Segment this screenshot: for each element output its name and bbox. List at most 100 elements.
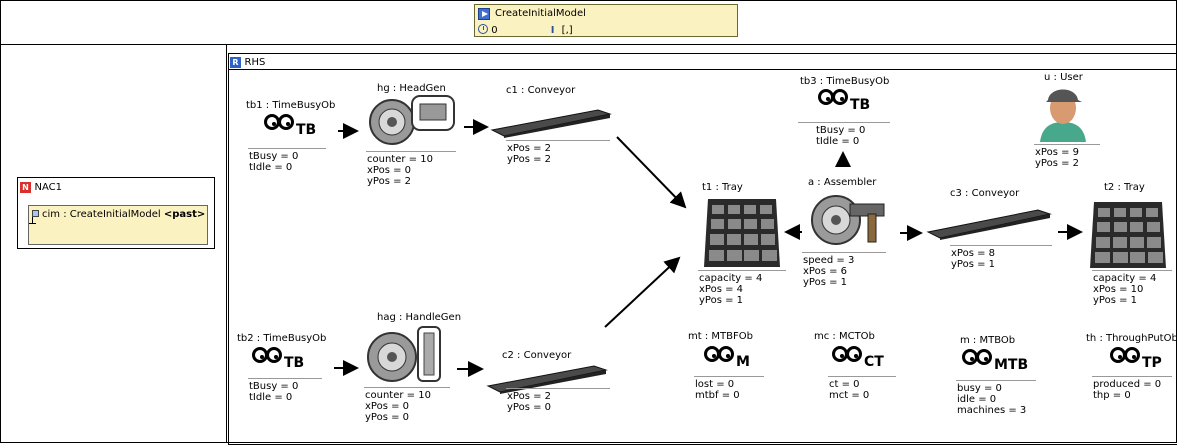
node-name: mc : MCTOb bbox=[814, 331, 875, 342]
attr: yPos = 1 bbox=[951, 259, 996, 270]
rhs-label: RHS bbox=[244, 57, 266, 68]
node-c3-attrs: xPos = 8 yPos = 1 bbox=[950, 243, 1052, 270]
attr: tIdle = 0 bbox=[249, 162, 293, 173]
rhs-icon: R bbox=[230, 57, 241, 68]
tray-icon bbox=[704, 199, 780, 267]
nac-header: N NAC1 bbox=[20, 180, 62, 193]
attr: yPos = 2 bbox=[367, 176, 412, 187]
node-name: c3 : Conveyor bbox=[950, 188, 1020, 199]
nac-condition: cim : CreateInitialModel <past> bbox=[42, 209, 205, 220]
node-name: u : User bbox=[1044, 72, 1083, 83]
attr: xPos = 9 bbox=[1035, 147, 1080, 158]
observer-eyes-icon: CT bbox=[832, 346, 892, 376]
node-name: c2 : Conveyor bbox=[502, 350, 572, 361]
attr: counter = 10 bbox=[367, 154, 433, 165]
node-t2[interactable]: t2 : Tray bbox=[1104, 182, 1164, 193]
node-tb3-attrs: tBusy = 0 tIdle = 0 bbox=[798, 120, 890, 147]
conveyor-icon bbox=[926, 209, 1052, 240]
attr: capacity = 4 bbox=[1093, 273, 1157, 284]
node-m[interactable]: m : MTBOb bbox=[960, 335, 1040, 346]
rule-arrow-icon bbox=[478, 8, 490, 20]
attr: mct = 0 bbox=[829, 390, 870, 401]
attr: thp = 0 bbox=[1093, 390, 1131, 401]
node-t1[interactable]: t1 : Tray bbox=[702, 182, 762, 193]
observer-eyes-icon: TP bbox=[1110, 347, 1170, 377]
nac-condition-text: cim : CreateInitialModel bbox=[42, 209, 164, 220]
assembler-icon bbox=[811, 195, 885, 245]
rule-params: [,] bbox=[561, 25, 573, 36]
node-c3[interactable]: c3 : Conveyor bbox=[950, 188, 1050, 199]
node-a[interactable]: a : Assembler bbox=[808, 177, 888, 188]
node-hg[interactable]: hg : HeadGen bbox=[377, 83, 467, 94]
rhs-header-rule bbox=[229, 69, 1177, 70]
node-name: hag : HandleGen bbox=[377, 312, 462, 323]
icon-text: CT bbox=[864, 354, 884, 370]
attr: yPos = 0 bbox=[507, 402, 552, 413]
icon-text: TB bbox=[284, 355, 305, 371]
attr: ct = 0 bbox=[829, 379, 860, 390]
attr: xPos = 10 bbox=[1093, 284, 1144, 295]
node-name: mt : MTBFOb bbox=[688, 331, 753, 342]
rule-header-box[interactable]: CreateInitialModel 0 I [,] bbox=[474, 4, 738, 37]
node-t1-attrs: capacity = 4 xPos = 4 yPos = 1 bbox=[698, 268, 786, 306]
nac-connector-stub bbox=[29, 223, 36, 224]
attr: busy = 0 bbox=[957, 383, 1002, 394]
nac-condition-past: <past> bbox=[163, 209, 206, 220]
node-hag-attrs: counter = 10 xPos = 0 yPos = 0 bbox=[364, 385, 450, 423]
icon-text: MTB bbox=[994, 357, 1029, 373]
attr: xPos = 8 bbox=[951, 248, 996, 259]
attr: counter = 10 bbox=[365, 390, 431, 401]
node-tb2[interactable]: tb2 : TimeBusyOb bbox=[237, 333, 327, 344]
node-tb1[interactable]: tb1 : TimeBusyOb bbox=[246, 100, 335, 111]
node-hag[interactable]: hag : HandleGen bbox=[377, 312, 467, 323]
rule-priority: 0 bbox=[491, 25, 498, 36]
attr: tBusy = 0 bbox=[249, 381, 299, 392]
observer-eyes-icon: TB bbox=[818, 89, 878, 119]
observer-eyes-icon: M bbox=[704, 346, 764, 376]
attr: xPos = 6 bbox=[803, 266, 848, 277]
node-name: tb2 : TimeBusyOb bbox=[237, 333, 327, 344]
attr: yPos = 1 bbox=[1093, 295, 1138, 306]
nac-panel[interactable]: N NAC1 cim : CreateInitialModel <past> bbox=[17, 177, 215, 249]
node-mt-attrs: lost = 0 mtbf = 0 bbox=[694, 374, 764, 401]
node-th-attrs: produced = 0 thp = 0 bbox=[1092, 374, 1172, 401]
tray-icon bbox=[1090, 202, 1166, 268]
node-name: hg : HeadGen bbox=[377, 83, 446, 94]
attr: xPos = 0 bbox=[365, 401, 410, 412]
attr: tIdle = 0 bbox=[816, 136, 860, 147]
node-tb1-attrs: tBusy = 0 tIdle = 0 bbox=[248, 146, 326, 173]
rule-title: CreateInitialModel bbox=[495, 8, 586, 19]
edge-c1-t1 bbox=[616, 136, 687, 209]
node-c1[interactable]: c1 : Conveyor bbox=[506, 85, 606, 96]
attr: produced = 0 bbox=[1093, 379, 1162, 390]
node-name: m : MTBOb bbox=[960, 335, 1016, 346]
node-tb3[interactable]: tb3 : TimeBusyOb bbox=[800, 76, 890, 87]
attr: xPos = 2 bbox=[507, 143, 552, 154]
nac-connector-stub-v bbox=[32, 217, 33, 223]
attr: lost = 0 bbox=[695, 379, 735, 390]
icon-text: TP bbox=[1142, 355, 1162, 371]
node-c2-attrs: xPos = 2 yPos = 0 bbox=[506, 386, 610, 413]
node-mt[interactable]: mt : MTBFOb bbox=[688, 331, 768, 342]
icon-text: M bbox=[736, 354, 750, 370]
node-u[interactable]: u : User bbox=[1044, 72, 1104, 83]
rhs-header: R RHS bbox=[230, 55, 265, 68]
observer-eyes-icon: MTB bbox=[962, 349, 1032, 379]
icon-text: TB bbox=[850, 97, 871, 113]
clock-icon bbox=[478, 24, 488, 34]
node-th[interactable]: th : ThroughPutOb bbox=[1086, 333, 1177, 344]
object-icon bbox=[32, 210, 39, 217]
node-mc[interactable]: mc : MCTOb bbox=[814, 331, 894, 342]
head-generator-icon bbox=[369, 95, 455, 145]
nac-condition-box[interactable]: cim : CreateInitialModel <past> bbox=[28, 205, 208, 245]
attr: mtbf = 0 bbox=[695, 390, 740, 401]
attr: tBusy = 0 bbox=[249, 151, 299, 162]
attr: tIdle = 0 bbox=[249, 392, 293, 403]
attr: yPos = 2 bbox=[507, 154, 552, 165]
node-c2[interactable]: c2 : Conveyor bbox=[502, 350, 602, 361]
attr: idle = 0 bbox=[957, 394, 997, 405]
node-m-attrs: busy = 0 idle = 0 machines = 3 bbox=[956, 378, 1036, 416]
attr: machines = 3 bbox=[957, 405, 1027, 416]
node-t2-attrs: capacity = 4 xPos = 10 yPos = 1 bbox=[1092, 268, 1172, 306]
